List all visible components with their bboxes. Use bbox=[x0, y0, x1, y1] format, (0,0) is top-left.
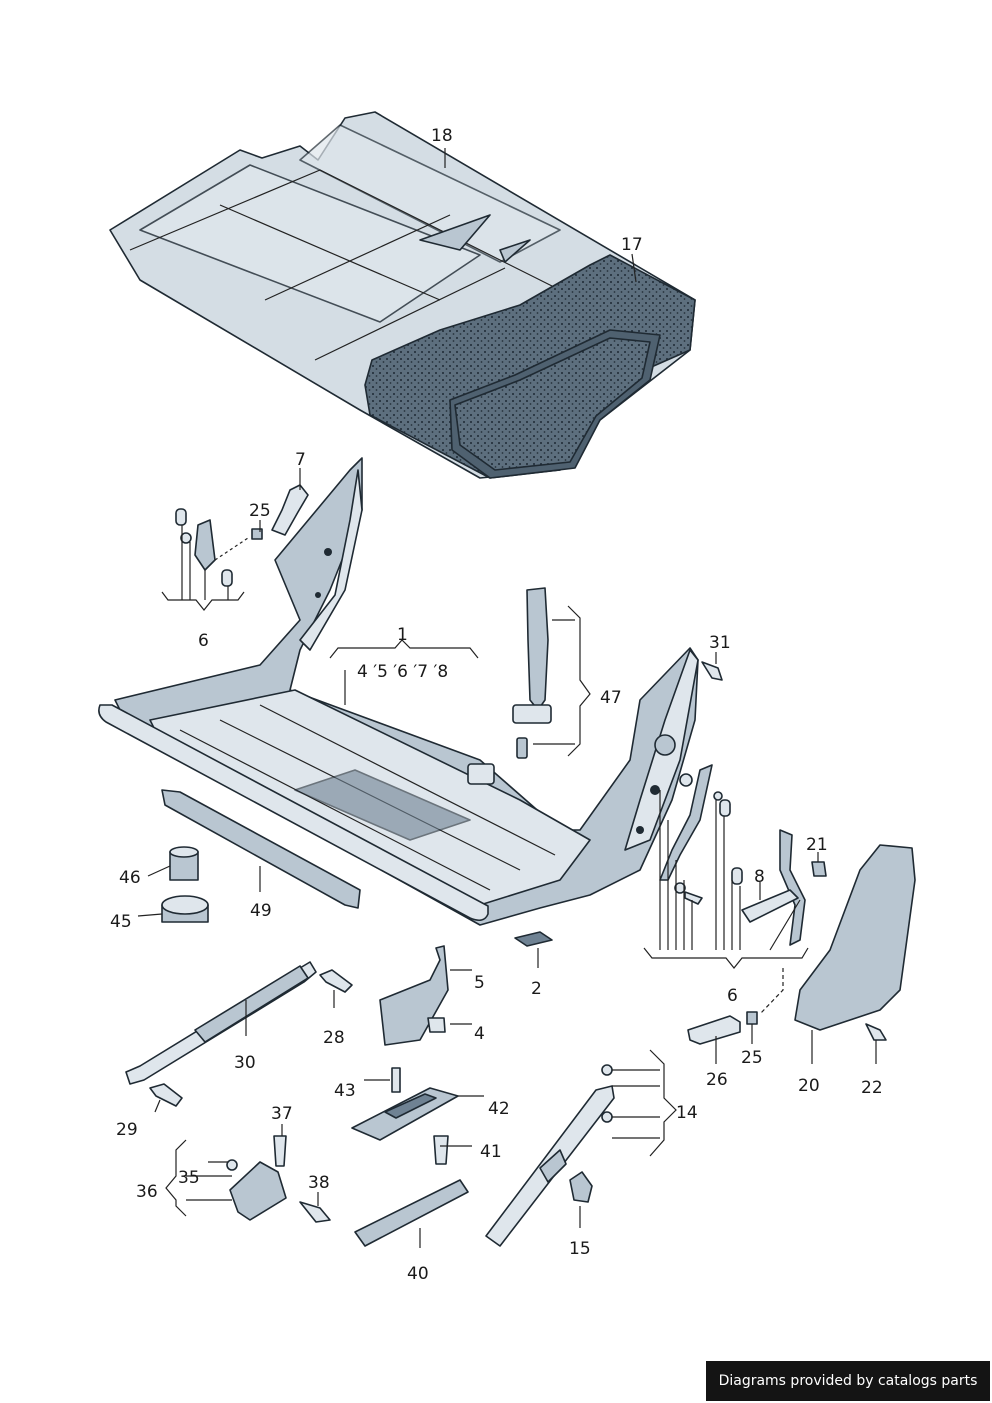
part-15-knob bbox=[569, 1171, 593, 1203]
part-4-bolt bbox=[427, 1017, 446, 1033]
callout-18: 18 bbox=[431, 126, 453, 146]
part-25-clip-right bbox=[746, 1011, 758, 1025]
callout-38: 38 bbox=[308, 1173, 330, 1193]
callout-6-right: 6 bbox=[727, 986, 738, 1006]
part-7-lever bbox=[271, 484, 309, 536]
callout-7: 7 bbox=[295, 450, 306, 470]
callout-4: 4 bbox=[474, 1024, 485, 1044]
part-43-pin bbox=[391, 1067, 401, 1093]
callout-1-subparts: 4 ′5 ′6 ′7 ′8 bbox=[357, 662, 448, 682]
part-42-cover bbox=[351, 1087, 459, 1141]
part-38-bolt bbox=[299, 1201, 331, 1223]
part-2-pad bbox=[514, 931, 553, 947]
part-30-gas-spring bbox=[125, 961, 317, 1085]
callout-26: 26 bbox=[706, 1070, 728, 1090]
part-45-cap bbox=[161, 895, 209, 923]
part-21-clip bbox=[811, 861, 827, 877]
part-31-bolt bbox=[701, 661, 723, 681]
callout-8: 8 bbox=[754, 867, 765, 887]
part-41-bolt bbox=[433, 1135, 449, 1165]
callout-25-left: 25 bbox=[249, 501, 271, 521]
callout-6-left: 6 bbox=[198, 631, 209, 651]
callout-42: 42 bbox=[488, 1099, 510, 1119]
callout-46: 46 bbox=[119, 868, 141, 888]
callout-35: 35 bbox=[178, 1168, 200, 1188]
callout-37: 37 bbox=[271, 1104, 293, 1124]
callout-1: 1 bbox=[397, 625, 408, 645]
callout-22: 22 bbox=[861, 1078, 883, 1098]
part-22-screw bbox=[865, 1023, 887, 1041]
part-14-strut bbox=[485, 1064, 615, 1247]
callout-30: 30 bbox=[234, 1053, 256, 1073]
leader-lines bbox=[137, 148, 877, 1248]
callout-25-right: 25 bbox=[741, 1048, 763, 1068]
part-49-trim-strip bbox=[161, 789, 361, 909]
part-28-fitting bbox=[319, 969, 353, 993]
callout-14: 14 bbox=[676, 1103, 698, 1123]
watermark-banner: Diagrams provided by catalogs parts bbox=[706, 1361, 990, 1401]
part-36-bracket bbox=[229, 1161, 287, 1221]
callout-2: 2 bbox=[531, 979, 542, 999]
callout-36: 36 bbox=[136, 1182, 158, 1202]
part-46-cap bbox=[169, 846, 199, 881]
callout-47: 47 bbox=[600, 688, 622, 708]
seat-cushion-foam-pad bbox=[364, 254, 696, 479]
part-29-fitting bbox=[149, 1083, 183, 1107]
part-8-strap bbox=[741, 889, 799, 923]
part-47-belt-buckle bbox=[512, 587, 552, 759]
callout-29: 29 bbox=[116, 1120, 138, 1140]
callout-43: 43 bbox=[334, 1081, 356, 1101]
part-group-6-right bbox=[659, 764, 806, 946]
callout-labels: 18 17 7 25 6 1 4 ′5 ′6 ′7 ′8 47 31 46 45… bbox=[110, 126, 883, 1284]
callout-5: 5 bbox=[474, 973, 485, 993]
part-20-side-trim bbox=[794, 844, 916, 1031]
part-group-6-left bbox=[175, 508, 263, 587]
callout-49: 49 bbox=[250, 901, 272, 921]
seat-frame bbox=[98, 457, 699, 926]
callout-45: 45 bbox=[110, 912, 132, 932]
part-26-handle bbox=[687, 1015, 741, 1045]
part-37-bolt bbox=[273, 1135, 287, 1167]
callout-28: 28 bbox=[323, 1028, 345, 1048]
callout-41: 41 bbox=[480, 1142, 502, 1162]
part-40-rail bbox=[354, 1179, 469, 1247]
callout-40: 40 bbox=[407, 1264, 429, 1284]
callout-31: 31 bbox=[709, 633, 731, 653]
callout-20: 20 bbox=[798, 1076, 820, 1096]
callout-15: 15 bbox=[569, 1239, 591, 1259]
callout-21: 21 bbox=[806, 835, 828, 855]
part-35-washer bbox=[226, 1159, 238, 1171]
callout-17: 17 bbox=[621, 235, 643, 255]
